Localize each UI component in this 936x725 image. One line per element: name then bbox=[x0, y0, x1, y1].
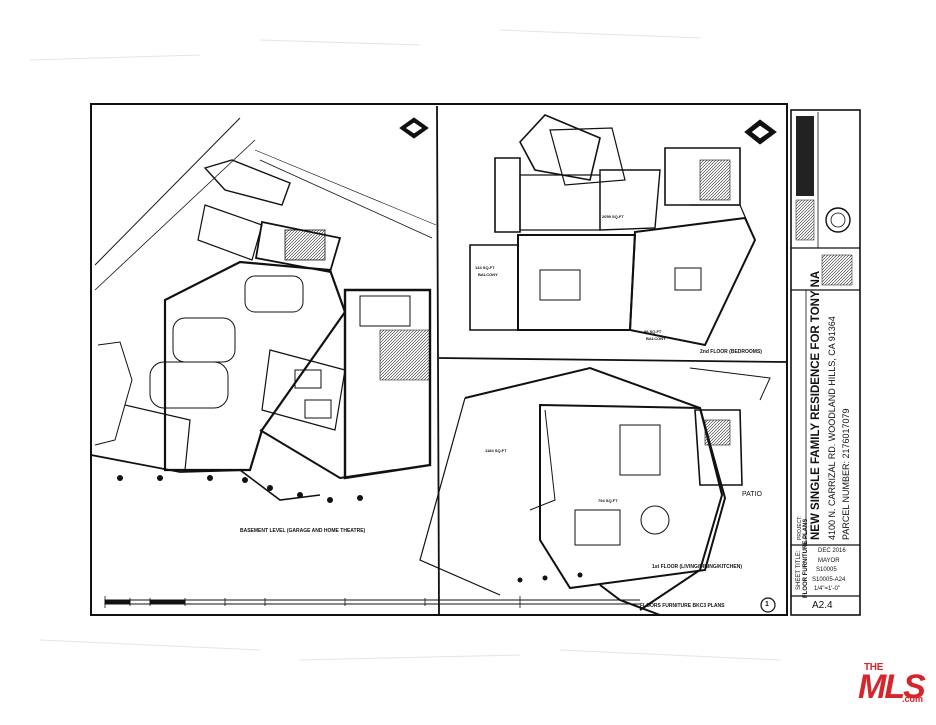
date-value: DEC 2016 bbox=[818, 548, 846, 554]
file-number: S10005-A24 bbox=[812, 577, 846, 583]
first-floor-title: 1st FLOOR (LIVING/DINING/KITCHEN) bbox=[652, 564, 742, 570]
mls-logo-domain: .com bbox=[902, 694, 924, 704]
job-number: S10005 bbox=[816, 567, 837, 573]
scale-value: 1/4"=1'-0" bbox=[814, 586, 840, 592]
mls-logo-mark: MLS bbox=[858, 668, 926, 706]
drawn-by-value: MAYOR bbox=[818, 558, 840, 564]
upper-floor-area: 2059 SQ.FT bbox=[602, 214, 624, 219]
plan-number-circle bbox=[760, 597, 776, 613]
balcony-label-left: BALCONY bbox=[478, 272, 498, 277]
project-name: NEW SINGLE FAMILY RESIDENCE FOR TONY NA bbox=[810, 270, 822, 540]
first-floor-area: 1184 SQ.FT bbox=[485, 448, 507, 453]
balcony-area-right: 98 SQ.FT bbox=[644, 329, 662, 334]
mls-logo: THE MLS .com bbox=[858, 662, 928, 710]
first-floor-plan bbox=[419, 366, 771, 616]
balcony-label-right: BALCONY bbox=[646, 336, 666, 341]
mls-logo-the: THE bbox=[864, 662, 884, 673]
plans-title: FLOORS FURNITURE BKC3 PLANS bbox=[640, 603, 725, 609]
scale-bar bbox=[104, 596, 640, 608]
second-floor-plan bbox=[469, 114, 777, 347]
second-floor-title: 2nd FLOOR (BEDROOMS) bbox=[700, 349, 762, 355]
parcel-number: PARCEL NUMBER: 2176017079 bbox=[841, 408, 851, 540]
project-label: PROJECT: bbox=[797, 515, 803, 540]
sheet-title-label: SHEET TITLE: bbox=[796, 550, 802, 590]
plan-number: 1 bbox=[765, 601, 769, 608]
balcony-area-left: 134 SQ.FT bbox=[475, 265, 495, 270]
first-floor-area-b: 794 SQ.FT bbox=[598, 498, 618, 503]
title-block bbox=[790, 109, 861, 616]
patio-label: PATIO bbox=[742, 491, 762, 498]
basement-plan bbox=[90, 117, 437, 503]
sheet-title: FLOOR FURNITURE PLANS bbox=[803, 518, 809, 598]
sheet-number: A2.4 bbox=[812, 600, 833, 611]
project-address: 4100 N. CARRIZAL RD. WOODLAND HILLS, CA … bbox=[827, 316, 837, 540]
basement-title: BASEMENT LEVEL (GARAGE AND HOME THEATRE) bbox=[240, 528, 366, 534]
